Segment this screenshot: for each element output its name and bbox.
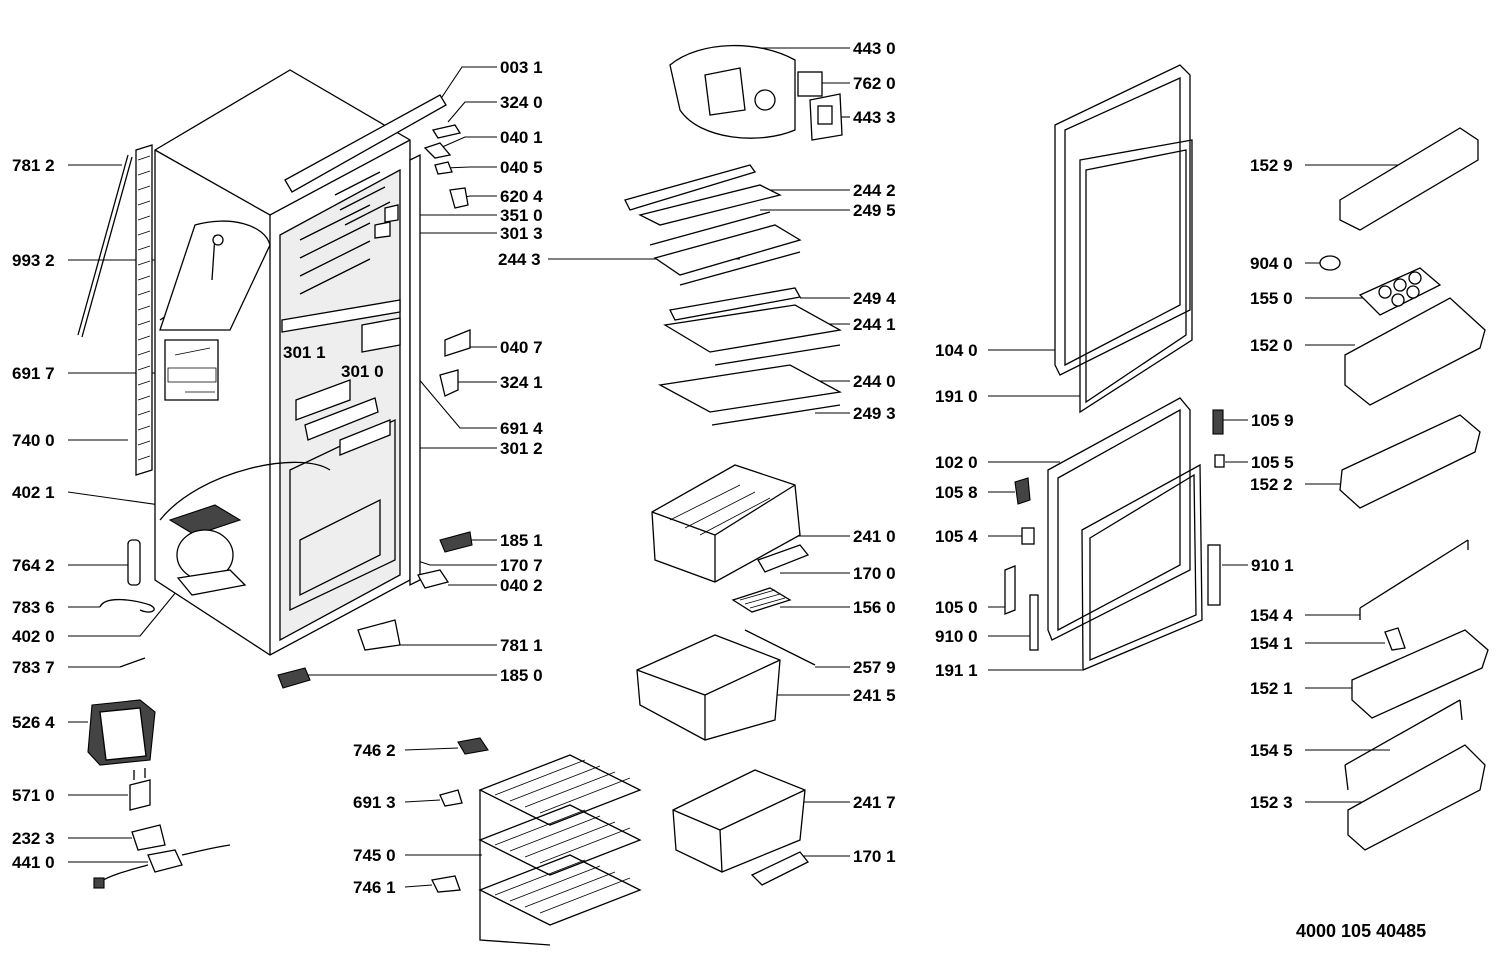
part-label-910-1: 910 1 [1251, 556, 1294, 575]
part-label-105-0: 105 0 [935, 598, 978, 617]
part-label-170-1: 170 1 [853, 847, 896, 866]
drawers [636, 464, 816, 886]
part-label-170-7: 170 7 [500, 556, 543, 575]
part-label-040-1: 040 1 [500, 128, 543, 147]
part-label-040-7: 040 7 [500, 338, 543, 357]
part-label-301-2: 301 2 [500, 439, 543, 458]
doors [1004, 64, 1225, 671]
part-label-904-0: 904 0 [1250, 254, 1293, 273]
part-label-105-8: 105 8 [935, 483, 978, 502]
part-label-152-3: 152 3 [1250, 793, 1293, 812]
part-label-993-2: 993 2 [12, 251, 55, 270]
part-label-154-1: 154 1 [1250, 634, 1293, 653]
part-label-745-0: 745 0 [353, 846, 396, 865]
document-number: 4000 105 40485 [1296, 921, 1427, 941]
part-label-691-4: 691 4 [500, 419, 543, 438]
part-label-003-1: 003 1 [500, 58, 543, 77]
part-label-185-1: 185 1 [500, 531, 543, 550]
part-label-781-1: 781 1 [500, 636, 543, 655]
part-label-571-0: 571 0 [12, 786, 55, 805]
part-label-441-0: 441 0 [12, 853, 55, 872]
door-bins [1319, 127, 1489, 851]
part-label-781-2: 781 2 [12, 156, 55, 175]
part-label-105-4: 105 4 [935, 527, 978, 546]
part-label-249-4: 249 4 [853, 289, 896, 308]
part-label-040-5: 040 5 [500, 158, 543, 177]
part-label-301-0: 301 0 [341, 362, 384, 381]
part-label-244-0: 244 0 [853, 372, 896, 391]
cabinet [77, 69, 447, 656]
part-label-526-4: 526 4 [12, 713, 55, 732]
part-label-105-9: 105 9 [1251, 411, 1294, 430]
ice-maker-group [669, 44, 843, 141]
part-label-241-7: 241 7 [853, 793, 896, 812]
part-label-764-2: 764 2 [12, 556, 55, 575]
part-label-191-1: 191 1 [935, 661, 978, 680]
part-label-152-2: 152 2 [1250, 475, 1293, 494]
part-label-154-5: 154 5 [1250, 741, 1293, 760]
cabinet-small-parts [87, 124, 473, 889]
part-label-740-0: 740 0 [12, 431, 55, 450]
part-label-301-3: 301 3 [500, 224, 543, 243]
part-label-170-0: 170 0 [853, 564, 896, 583]
glass-shelves [624, 164, 843, 426]
part-label-232-3: 232 3 [12, 829, 55, 848]
part-label-910-0: 910 0 [935, 627, 978, 646]
part-label-244-1: 244 1 [853, 315, 896, 334]
part-label-324-1: 324 1 [500, 373, 543, 392]
part-label-402-1: 402 1 [12, 483, 55, 502]
part-label-249-5: 249 5 [853, 201, 896, 220]
part-label-402-0: 402 0 [12, 627, 55, 646]
part-label-620-4: 620 4 [500, 187, 543, 206]
part-label-152-9: 152 9 [1250, 156, 1293, 175]
part-label-301-1: 301 1 [283, 343, 326, 362]
part-label-104-0: 104 0 [935, 341, 978, 360]
part-label-746-2: 746 2 [353, 741, 396, 760]
part-label-040-2: 040 2 [500, 576, 543, 595]
part-label-249-3: 249 3 [853, 404, 896, 423]
part-label-257-9: 257 9 [853, 658, 896, 677]
part-label-783-6: 783 6 [12, 598, 55, 617]
part-label-191-0: 191 0 [935, 387, 978, 406]
part-label-762-0: 762 0 [853, 74, 896, 93]
part-label-102-0: 102 0 [935, 453, 978, 472]
part-label-244-3: 244 3 [498, 250, 541, 269]
part-label-324-0: 324 0 [500, 93, 543, 112]
part-label-152-1: 152 1 [1250, 679, 1293, 698]
part-label-155-0: 155 0 [1250, 289, 1293, 308]
part-label-241-0: 241 0 [853, 527, 896, 546]
part-label-691-3: 691 3 [353, 793, 396, 812]
wire-shelves [431, 737, 642, 946]
part-label-105-5: 105 5 [1251, 453, 1294, 472]
part-label-691-7: 691 7 [12, 364, 55, 383]
part-label-351-0: 351 0 [500, 206, 543, 225]
part-label-244-2: 244 2 [853, 181, 896, 200]
part-label-152-0: 152 0 [1250, 336, 1293, 355]
part-label-185-0: 185 0 [500, 666, 543, 685]
part-label-783-7: 783 7 [12, 658, 55, 677]
part-label-746-1: 746 1 [353, 878, 396, 897]
part-label-154-4: 154 4 [1250, 606, 1293, 625]
part-label-156-0: 156 0 [853, 598, 896, 617]
part-label-443-3: 443 3 [853, 108, 896, 127]
part-label-241-5: 241 5 [853, 686, 896, 705]
part-label-443-0: 443 0 [853, 39, 896, 58]
